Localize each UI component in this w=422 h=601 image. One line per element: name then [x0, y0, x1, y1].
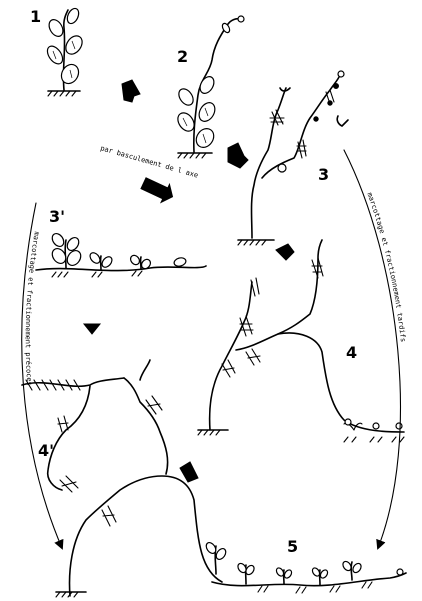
stage-label-3: 3	[318, 165, 329, 184]
arrow-3-prime-to-4-prime	[84, 324, 100, 334]
stage-label-4-prime: 4'	[38, 441, 54, 460]
arrow-3-to-4	[276, 244, 294, 260]
arrow-4-to-5	[180, 462, 198, 482]
stage-2-plant	[175, 16, 244, 158]
stage-label-2: 2	[177, 47, 188, 66]
stage-label-1: 1	[30, 7, 41, 26]
stage-3-prime-plant	[36, 231, 206, 277]
block-arrows	[84, 80, 294, 482]
stage-label-4: 4	[346, 343, 357, 362]
stage-4-plant	[198, 240, 404, 442]
arrow-1-to-2	[122, 80, 140, 102]
caption-tilting-axis: par basculement de l axe	[99, 144, 199, 179]
caption-left-arc: marcottage et fractionnement précoces	[24, 231, 41, 386]
stage-label-5: 5	[287, 537, 298, 556]
stage-label-3-prime: 3'	[49, 207, 65, 226]
stage-1-plant	[44, 7, 85, 96]
stage-5-plant	[204, 541, 406, 593]
stage-3-plant	[238, 71, 348, 245]
arrow-2-to-3	[228, 143, 248, 168]
arrow-2-to-3-prime	[139, 174, 176, 206]
caption-right-arc: marcottage et fractionnement tardifs	[365, 192, 407, 343]
